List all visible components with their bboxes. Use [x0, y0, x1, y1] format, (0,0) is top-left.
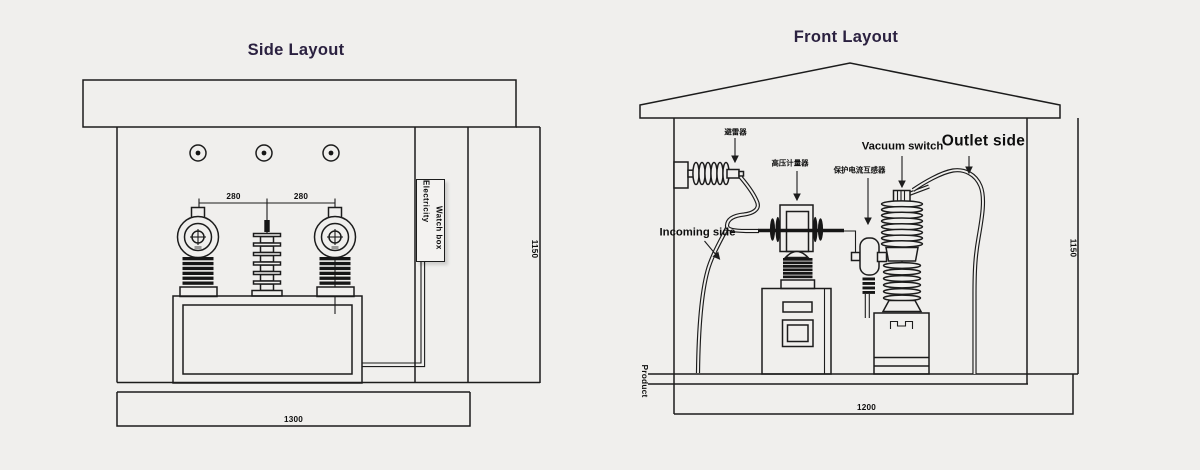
bushing-fins [319, 257, 351, 285]
incoming-side-label: Incoming side [659, 226, 736, 239]
watch-box-wire [362, 262, 426, 368]
front-arrester [673, 161, 745, 189]
side-bushing-left [176, 206, 220, 298]
switch-lower-fins [882, 261, 922, 302]
outlet-cable [911, 168, 986, 374]
bushing-fins [182, 257, 214, 285]
side-arrester [251, 220, 283, 297]
bushing-mark [331, 246, 339, 249]
dim-280-right: 280 [293, 191, 309, 201]
front-base [674, 374, 1074, 415]
callout-arrows [704, 138, 973, 260]
electricity-watch-box: Electricity Watch box [416, 179, 445, 262]
watch-box-label-line1: Electricity [421, 180, 431, 223]
front-layout-title: Front Layout [793, 27, 899, 46]
side-roof [82, 79, 517, 128]
vacuum-switch-label: Vacuum switch [861, 139, 944, 152]
switch-upper-fins [880, 200, 924, 248]
front-layout-drawing [639, 62, 1079, 415]
arrester-label: 避雷器 [724, 127, 747, 137]
switch-cabinet [873, 312, 930, 375]
vacuum-switch [873, 184, 930, 375]
vent-circles [189, 144, 340, 162]
front-roof [639, 62, 1061, 119]
dim-1150-side: 1150 [530, 239, 540, 259]
dim-1200: 1200 [856, 402, 877, 412]
metering-device [758, 204, 844, 375]
incoming-arrow [704, 240, 721, 260]
switch-cap [892, 189, 911, 203]
side-layout-drawing [82, 79, 541, 427]
incoming-cable [695, 175, 760, 374]
side-layout-title: Side Layout [247, 40, 345, 59]
side-base [116, 392, 471, 427]
bushing-dome [783, 250, 810, 259]
metering-fins [783, 258, 813, 279]
ct-fins [862, 277, 875, 294]
capacitor-tank [172, 295, 363, 384]
outlet-side-label: Outlet side [941, 131, 1026, 149]
dim-1150-front: 1150 [1068, 238, 1078, 257]
metering-cabinet [761, 287, 832, 375]
ct-label: 保护电流互感器 [833, 165, 886, 175]
bushing-mark [194, 246, 202, 249]
current-transformer [844, 230, 880, 318]
dim-280-left: 280 [226, 191, 241, 201]
metering-label: 高压计量器 [771, 158, 809, 168]
dim-line-280 [198, 198, 336, 221]
dim-1300: 1300 [283, 414, 304, 424]
product-label: Product [640, 364, 651, 398]
side-bushing-right [313, 206, 357, 314]
watch-box-label-line2: Watch box [434, 206, 444, 250]
